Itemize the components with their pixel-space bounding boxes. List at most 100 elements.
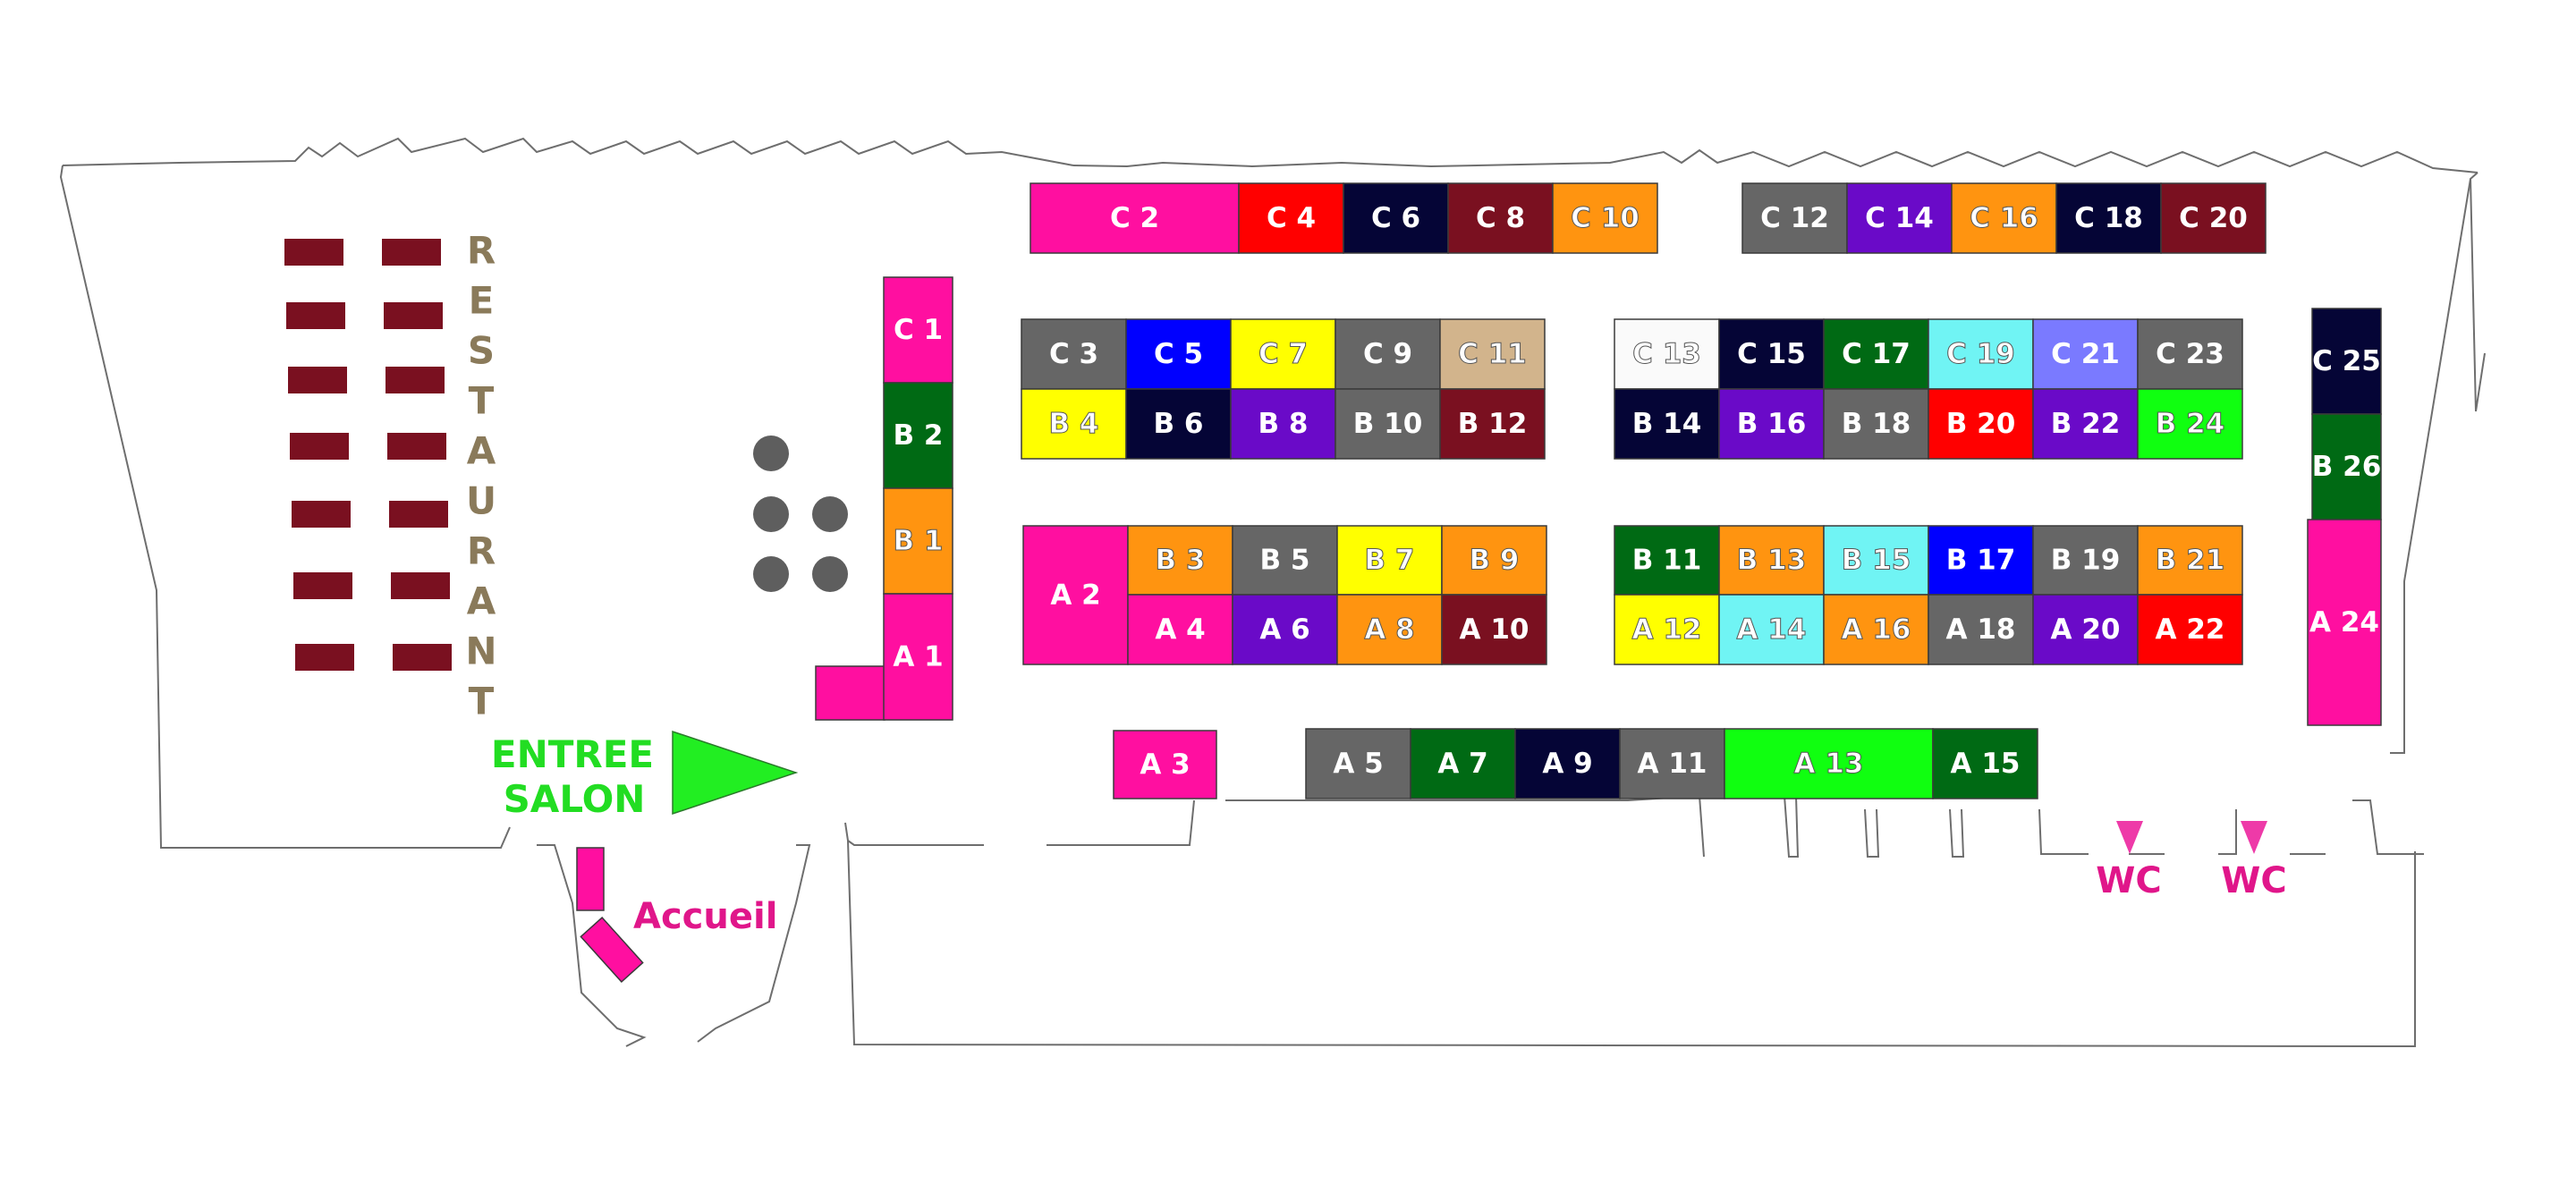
- stand-b15[interactable]: B 15: [1823, 525, 1929, 596]
- stand-c3[interactable]: C 3: [1021, 318, 1127, 390]
- stand-c9[interactable]: C 9: [1335, 318, 1441, 390]
- stand-b22-box[interactable]: [2032, 388, 2139, 460]
- stand-b8[interactable]: B 8: [1230, 388, 1336, 460]
- stand-c6[interactable]: C 6: [1343, 182, 1449, 254]
- stand-b8-box[interactable]: [1230, 388, 1336, 460]
- stand-a22-box[interactable]: [2137, 594, 2243, 665]
- stand-a1-box[interactable]: [883, 593, 953, 721]
- stand-b4[interactable]: B 4: [1021, 388, 1127, 460]
- stand-b20-box[interactable]: [1928, 388, 2034, 460]
- stand-c8[interactable]: C 8: [1447, 182, 1554, 254]
- stand-a13[interactable]: A 13: [1724, 728, 1934, 799]
- stand-a11-box[interactable]: [1619, 728, 1725, 799]
- stand-a7-box[interactable]: [1410, 728, 1516, 799]
- stand-b7[interactable]: B 7: [1336, 525, 1443, 596]
- stand-b4-box[interactable]: [1021, 388, 1127, 460]
- stand-b1[interactable]: B 1: [883, 487, 953, 595]
- stand-c25[interactable]: C 25: [2311, 308, 2382, 415]
- stand-c17[interactable]: C 17: [1823, 318, 1929, 390]
- stand-c13-box[interactable]: [1614, 318, 1720, 390]
- stand-b16[interactable]: B 16: [1718, 388, 1825, 460]
- stand-c5-box[interactable]: [1125, 318, 1232, 390]
- stand-b22[interactable]: B 22: [2032, 388, 2139, 460]
- stand-c2-box[interactable]: [1030, 182, 1240, 254]
- stand-a6[interactable]: A 6: [1232, 594, 1338, 665]
- stand-a20[interactable]: A 20: [2032, 594, 2139, 665]
- stand-a14-box[interactable]: [1718, 594, 1825, 665]
- stand-b17[interactable]: B 17: [1928, 525, 2034, 596]
- stand-b5[interactable]: B 5: [1232, 525, 1338, 596]
- stand-c9-box[interactable]: [1335, 318, 1441, 390]
- stand-c20[interactable]: C 20: [2160, 182, 2267, 254]
- stand-c12[interactable]: C 12: [1741, 182, 1848, 254]
- stand-c4-box[interactable]: [1238, 182, 1344, 254]
- stand-c16-box[interactable]: [1951, 182, 2057, 254]
- stand-c14[interactable]: C 14: [1846, 182, 1953, 254]
- stand-b2-box[interactable]: [883, 382, 953, 489]
- stand-c10[interactable]: C 10: [1552, 182, 1658, 254]
- stand-c10-box[interactable]: [1552, 182, 1658, 254]
- stand-b14-box[interactable]: [1614, 388, 1720, 460]
- stand-c1[interactable]: C 1: [883, 276, 953, 384]
- stand-b21[interactable]: B 21: [2137, 525, 2243, 596]
- stand-c21-box[interactable]: [2032, 318, 2139, 390]
- stand-c6-box[interactable]: [1343, 182, 1449, 254]
- stand-b12[interactable]: B 12: [1439, 388, 1546, 460]
- stand-b18[interactable]: B 18: [1823, 388, 1929, 460]
- stand-a5[interactable]: A 5: [1305, 728, 1411, 799]
- stand-b10-box[interactable]: [1335, 388, 1441, 460]
- stand-a10-box[interactable]: [1441, 594, 1547, 665]
- stand-c5[interactable]: C 5: [1125, 318, 1232, 390]
- stand-b26[interactable]: B 26: [2311, 413, 2382, 520]
- stand-c1-box[interactable]: [883, 276, 953, 384]
- stand-b14[interactable]: B 14: [1614, 388, 1720, 460]
- stand-b21-box[interactable]: [2137, 525, 2243, 596]
- stand-c11[interactable]: C 11: [1439, 318, 1546, 390]
- stand-c12-box[interactable]: [1741, 182, 1848, 254]
- stand-b3[interactable]: B 3: [1127, 525, 1233, 596]
- stand-c4[interactable]: C 4: [1238, 182, 1344, 254]
- stand-a9-box[interactable]: [1514, 728, 1621, 799]
- stand-a18[interactable]: A 18: [1928, 594, 2034, 665]
- stand-a8-box[interactable]: [1336, 594, 1443, 665]
- stand-a3-box[interactable]: [1113, 730, 1217, 799]
- stand-b1-box[interactable]: [883, 487, 953, 595]
- stand-c15[interactable]: C 15: [1718, 318, 1825, 390]
- stand-a1[interactable]: A 1: [883, 593, 953, 721]
- stand-b2[interactable]: B 2: [883, 382, 953, 489]
- stand-a15[interactable]: A 15: [1932, 728, 2038, 799]
- stand-a20-box[interactable]: [2032, 594, 2139, 665]
- stand-a13-box[interactable]: [1724, 728, 1934, 799]
- stand-a7[interactable]: A 7: [1410, 728, 1516, 799]
- stand-b6[interactable]: B 6: [1125, 388, 1232, 460]
- stand-c25-box[interactable]: [2311, 308, 2382, 415]
- stand-b12-box[interactable]: [1439, 388, 1546, 460]
- stand-a14[interactable]: A 14: [1718, 594, 1825, 665]
- stand-b24[interactable]: B 24: [2137, 388, 2243, 460]
- stand-b20[interactable]: B 20: [1928, 388, 2034, 460]
- stand-a6-box[interactable]: [1232, 594, 1338, 665]
- stand-c14-box[interactable]: [1846, 182, 1953, 254]
- stand-a12-box[interactable]: [1614, 594, 1720, 665]
- stand-a16[interactable]: A 16: [1823, 594, 1929, 665]
- stand-a2-box[interactable]: [1022, 525, 1129, 665]
- stand-a4-box[interactable]: [1127, 594, 1233, 665]
- stand-c20-box[interactable]: [2160, 182, 2267, 254]
- stand-b15-box[interactable]: [1823, 525, 1929, 596]
- stand-a2[interactable]: A 2: [1022, 525, 1129, 665]
- stand-c19-box[interactable]: [1928, 318, 2034, 390]
- stand-b13-box[interactable]: [1718, 525, 1825, 596]
- stand-a10[interactable]: A 10: [1441, 594, 1547, 665]
- stand-b19[interactable]: B 19: [2032, 525, 2139, 596]
- stand-c11-box[interactable]: [1439, 318, 1546, 390]
- stand-b18-box[interactable]: [1823, 388, 1929, 460]
- stand-c23[interactable]: C 23: [2137, 318, 2243, 390]
- stand-b24-box[interactable]: [2137, 388, 2243, 460]
- stand-a9[interactable]: A 9: [1514, 728, 1621, 799]
- stand-a18-box[interactable]: [1928, 594, 2034, 665]
- stand-a8[interactable]: A 8: [1336, 594, 1443, 665]
- stand-a24[interactable]: A 24: [2307, 519, 2382, 726]
- stand-c17-box[interactable]: [1823, 318, 1929, 390]
- stand-c7[interactable]: C 7: [1230, 318, 1336, 390]
- stand-a12[interactable]: A 12: [1614, 594, 1720, 665]
